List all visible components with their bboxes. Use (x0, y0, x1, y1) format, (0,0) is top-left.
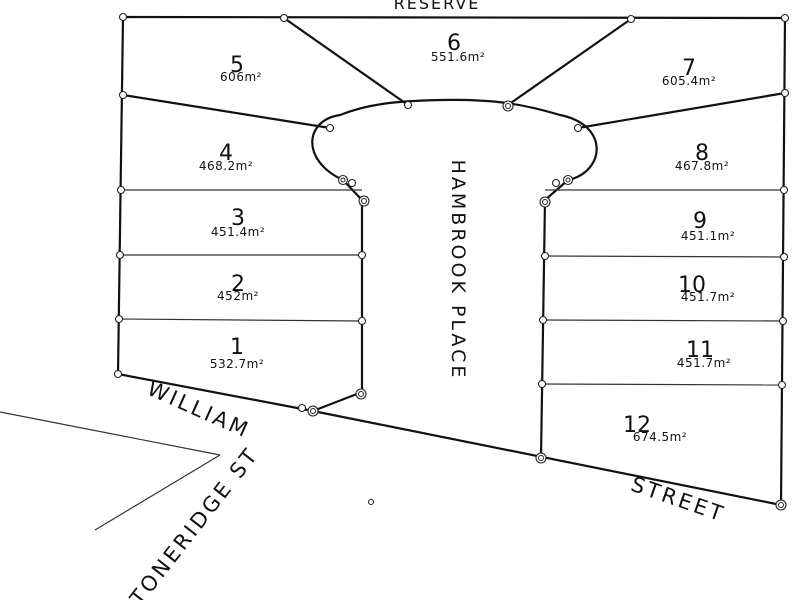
lot-8: 8 467.8m² (675, 141, 729, 173)
lot-area: 452m² (217, 289, 259, 303)
william-label: WILLIAM (144, 376, 254, 443)
lot-area: 468.2m² (199, 159, 253, 173)
lot-10: 10 451.7m² (678, 273, 735, 304)
lot-area: 606m² (220, 70, 262, 84)
hambrook-place-label: HAMBROOK PLACE (447, 160, 469, 381)
lot-number: 3 (231, 206, 245, 231)
lot-number: 1 (230, 335, 244, 360)
lot-4: 4 468.2m² (199, 141, 253, 173)
lot-3: 3 451.4m² (211, 206, 265, 239)
lot-number: 12 (623, 413, 651, 438)
lot-1: 1 532.7m² (210, 335, 264, 371)
lot-area: 451.1m² (681, 229, 735, 243)
lot-area: 674.5m² (633, 430, 687, 444)
lot-5: 5 606m² (220, 53, 262, 84)
lot-number: 6 (447, 31, 461, 56)
reserve-label: RESERVE (394, 0, 481, 13)
lot-2: 2 452m² (217, 272, 259, 303)
stoneridge-boundary (0, 411, 375, 531)
lot-number: 9 (693, 209, 707, 234)
lot-area: 467.8m² (675, 159, 729, 173)
lot-6: 6 551.6m² (431, 31, 485, 64)
lot-7: 7 605.4m² (662, 56, 716, 88)
lot-area: 551.6m² (431, 50, 485, 64)
stoneridge-st-label: STONERIDGE ST (115, 443, 263, 600)
lot-number: 4 (219, 141, 233, 166)
lot-area: 605.4m² (662, 74, 716, 88)
lot-12: 12 674.5m² (623, 413, 687, 444)
lot-boundaries (116, 15, 787, 507)
lot-9: 9 451.1m² (681, 209, 735, 243)
lot-number: 7 (682, 56, 696, 81)
lot-11: 11 451.7m² (677, 338, 731, 370)
lot-area: 451.4m² (211, 225, 265, 239)
lot-number: 8 (695, 141, 709, 166)
lot-number: 2 (231, 272, 245, 297)
lot-number: 5 (230, 53, 244, 78)
lot-number: 10 (678, 273, 706, 298)
lot-number: 11 (686, 338, 714, 363)
lot-area: 451.7m² (681, 290, 735, 304)
lot-area: 451.7m² (677, 356, 731, 370)
street-label: STREET (628, 472, 729, 527)
survey-points (113, 12, 790, 511)
lot-area: 532.7m² (210, 357, 264, 371)
